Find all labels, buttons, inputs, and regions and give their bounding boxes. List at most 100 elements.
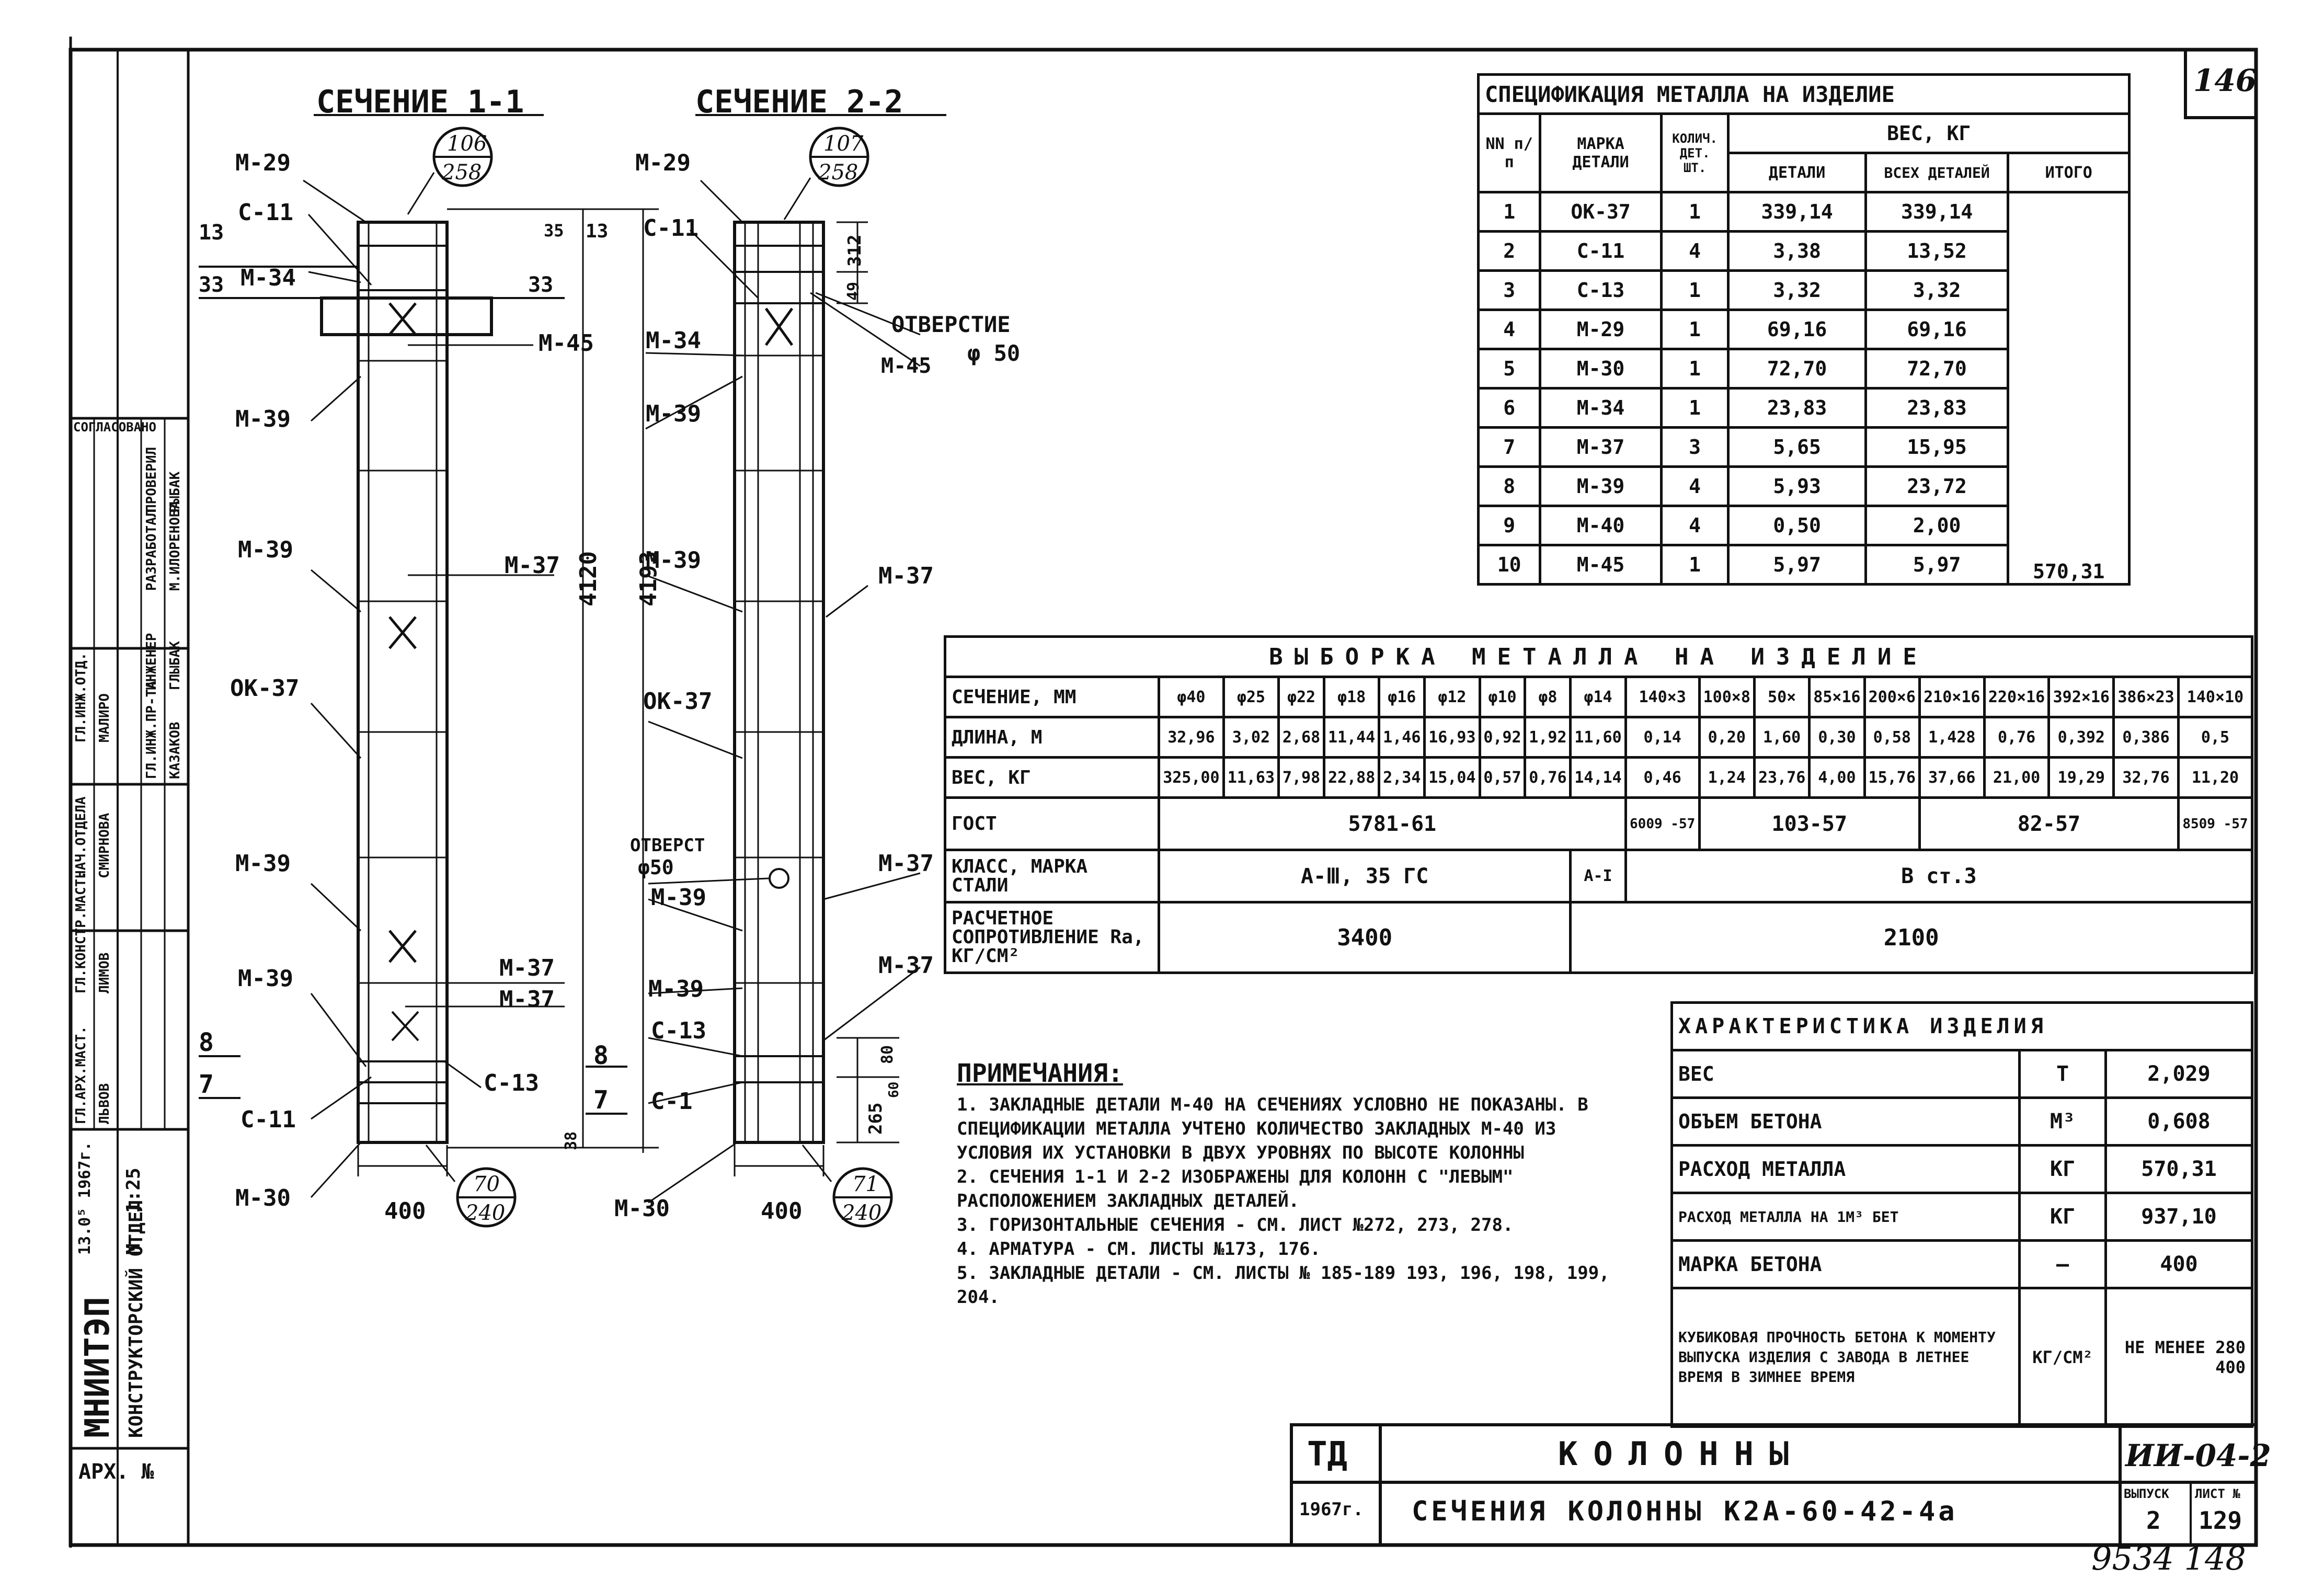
handwritten-number: 9534 148 — [2091, 1539, 2246, 1577]
stamp-roles-item: ГЛ.АРХ.МАСТ. — [73, 1026, 89, 1124]
vyb-cell-weights: 32,76 — [2112, 756, 2180, 799]
char-cell: КГ — [2018, 1144, 2107, 1194]
char-cell: МАРКА БЕТОНА — [1670, 1239, 2021, 1289]
vyb-cell-lengths: 0,30 — [1808, 716, 1866, 759]
char-cube-unit: КГ/СМ² — [2018, 1287, 2107, 1428]
tb-td: ТД — [1307, 1435, 1348, 1474]
notes-block: ПРИМЕЧАНИЯ: 1. ЗАКЛАДНЫЕ ДЕТАЛИ М-40 НА … — [957, 1061, 1636, 1309]
s2-label-m37-c: М-37 — [878, 952, 934, 979]
s2-label-m39-a: М-39 — [646, 401, 701, 427]
vyb-cell-weights: 11,20 — [2177, 756, 2254, 799]
vyb-cell-lengths: 0,58 — [1863, 716, 1921, 759]
spec-cell: 69,16 — [1727, 308, 1867, 350]
vyb-cell-weights: 15,04 — [1423, 756, 1481, 799]
vyb-cell-weights: 37,66 — [1918, 756, 1986, 799]
spec-cell: 1 — [1659, 348, 1730, 390]
vyb-cell-sections: φ18 — [1322, 676, 1381, 718]
char-cube-val: НЕ МЕНЕЕ 280 400 — [2104, 1287, 2253, 1428]
spec-cell: М-40 — [1539, 505, 1663, 546]
vyb-cell-sections: 140×10 — [2177, 676, 2254, 718]
vyb-cell-weights: 11,63 — [1222, 756, 1280, 799]
spec-cell: 5,97 — [1864, 544, 2010, 586]
stamp-roles2-item: ИНЖЕНЕР — [144, 633, 159, 690]
s2-sheet-ref-bot: 71 — [852, 1172, 879, 1196]
s1-label-m37-a: М-37 — [505, 552, 560, 579]
vyb-cell-weights: 0,46 — [1624, 756, 1701, 799]
spec-cell: 23,83 — [1727, 387, 1867, 429]
s2-label-hole-d: φ 50 — [967, 340, 1021, 366]
tb-list-label: ЛИСТ № — [2195, 1486, 2240, 1501]
s2-label-m39-b: М-39 — [646, 547, 701, 574]
stamp-date: 13.0⁵ 1967г. — [76, 1141, 94, 1255]
tb-subtitle: СЕЧЕНИЯ КОЛОННЫ К2А-60-42-4а — [1412, 1496, 1958, 1527]
spec-cell: 5,93 — [1727, 465, 1867, 507]
stamp-names-item: СМИРНОВА — [97, 813, 112, 878]
section-1-1-title: СЕЧЕНИЕ 1-1 — [316, 84, 524, 120]
char-cell: 2,029 — [2104, 1049, 2253, 1099]
vyb-cell-sections: φ12 — [1423, 676, 1481, 718]
char-cell: Т — [2018, 1049, 2107, 1099]
vyb-cell-weights: 4,00 — [1808, 756, 1866, 799]
s2-label-m39-d: М-39 — [648, 976, 704, 1002]
stamp-scale-a: 1:25 — [123, 1168, 144, 1213]
s2-label-hole2-d: φ50 — [638, 856, 674, 879]
s2-width-400: 400 — [761, 1198, 803, 1225]
spec-cell: 1 — [1659, 191, 1730, 233]
spec-cell: 10 — [1476, 544, 1542, 586]
s1-dim-38: 38 — [562, 1131, 580, 1150]
vyb-cell-sections: 200×6 — [1863, 676, 1921, 718]
char-cube-text: КУБИКОВАЯ ПРОЧНОСТЬ БЕТОНА К МОМЕНТУ ВЫП… — [1670, 1287, 2021, 1428]
stamp-roles2-item: ПРОВЕРИЛ — [144, 447, 159, 512]
vyb-cell-weights: 0,57 — [1478, 756, 1527, 799]
tb-year: 1967г. — [1299, 1499, 1364, 1520]
s2-sheet-ref-bot-den: 240 — [842, 1201, 882, 1225]
stamp-roles-item: НАЧ.ОТДЕЛА — [73, 796, 89, 878]
spec-cell: 3,32 — [1864, 269, 2010, 311]
spec-h-total: ИТОГО — [2007, 152, 2131, 193]
char-cell: 400 — [2104, 1239, 2253, 1289]
char-cell: 570,31 — [2104, 1144, 2253, 1194]
spec-cell: 339,14 — [1727, 191, 1867, 233]
vyb-cell-weights: 7,98 — [1277, 756, 1325, 799]
spec-cell: 23,72 — [1864, 465, 2010, 507]
s2-label-m30: М-30 — [614, 1195, 670, 1222]
s2-label-m37-b: М-37 — [878, 850, 934, 877]
s1-label-m39-a: М-39 — [235, 406, 291, 432]
spec-cell: 9 — [1476, 505, 1542, 546]
s2-label-c1: С-1 — [651, 1088, 693, 1115]
tb-vyp-label: ВЫПУСК — [2124, 1486, 2169, 1501]
s1-label-m39-d: М-39 — [238, 965, 293, 992]
spec-cell: 2 — [1476, 230, 1542, 272]
stamp-roles2-item: ГЛ.ИНЖ.ПР-ТА — [144, 681, 159, 779]
s1-dim-8a: 8 — [199, 1028, 214, 1057]
vyb-cell-lengths: 1,46 — [1378, 716, 1426, 759]
char-cell: РАСХОД МЕТАЛЛА — [1670, 1144, 2021, 1194]
s1-sheet-ref-bot: 70 — [473, 1172, 500, 1196]
vyb-class-c: В ст.3 — [1624, 849, 2254, 903]
vyb-cell-lengths: 0,92 — [1478, 716, 1527, 759]
stamp-names2-item: КАЗАКОВ — [167, 722, 183, 779]
vyb-cell-weights: 22,88 — [1322, 756, 1381, 799]
stamp-org: МНИИТЭП — [78, 1297, 117, 1438]
section-1-1-drawing — [199, 114, 659, 1228]
section-2-2-title: СЕЧЕНИЕ 2-2 — [695, 84, 903, 120]
vyb-label-weight: ВЕС, КГ — [944, 756, 1160, 799]
s1-label-m39-b: М-39 — [238, 536, 293, 563]
vyb-cell-weights: 0,76 — [1524, 756, 1572, 799]
vyb-cell-lengths: 0,386 — [2112, 716, 2180, 759]
spec-cell: 3 — [1659, 426, 1730, 468]
spec-cell: 69,16 — [1864, 308, 2010, 350]
vyb-cell-weights: 23,76 — [1753, 756, 1811, 799]
s2-label-m39-c: М-39 — [651, 884, 706, 911]
note-item: 3. ГОРИЗОНТАЛЬНЫЕ СЕЧЕНИЯ - СМ. ЛИСТ №27… — [957, 1215, 1514, 1236]
vyb-cell-weights: 19,29 — [2047, 756, 2115, 799]
spec-cell: 5 — [1476, 348, 1542, 390]
spec-h-qty: КОЛИЧ. ДЕТ. ШТ. — [1659, 112, 1730, 193]
vyb-ra-a: 3400 — [1157, 901, 1572, 974]
vyb-cell-sections: φ22 — [1277, 676, 1325, 718]
vyb-cell-weights: 2,34 — [1378, 756, 1426, 799]
